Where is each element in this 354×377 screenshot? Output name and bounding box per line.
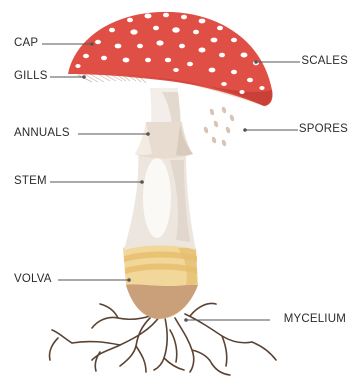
label-cap: CAP bbox=[14, 37, 38, 49]
spores bbox=[203, 106, 235, 147]
stem bbox=[124, 88, 196, 250]
label-stem: STEM bbox=[14, 175, 47, 187]
label-scales: SCALES bbox=[301, 55, 348, 67]
label-spores: SPORES bbox=[299, 123, 348, 135]
label-volva: VOLVA bbox=[14, 273, 52, 285]
label-gills: GILLS bbox=[14, 70, 48, 82]
label-mycelium: MYCELIUM bbox=[284, 313, 346, 325]
annulus bbox=[135, 122, 193, 159]
volva bbox=[123, 242, 198, 319]
label-annuals: ANNUALS bbox=[14, 127, 70, 139]
